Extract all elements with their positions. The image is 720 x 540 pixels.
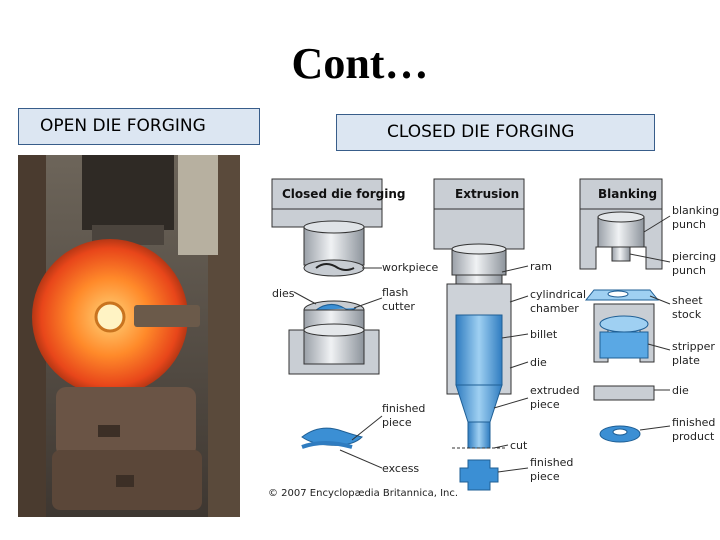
label-die: die bbox=[530, 356, 547, 369]
label-extrusion-piece: piece bbox=[530, 470, 560, 483]
label-stock: stock bbox=[672, 308, 702, 321]
label-excess: excess bbox=[382, 462, 419, 475]
extrusion-panel-title: Extrusion bbox=[455, 187, 519, 201]
label-ram: ram bbox=[530, 260, 552, 273]
label-piercing-punch: punch bbox=[672, 264, 706, 277]
copyright-notice: © 2007 Encyclopædia Britannica, Inc. bbox=[268, 488, 458, 499]
label-piece: piece bbox=[382, 416, 412, 429]
label-blanking-die: die bbox=[672, 384, 689, 397]
label-workpiece: workpiece bbox=[382, 261, 438, 274]
label-extrusion-finished: finished bbox=[530, 456, 573, 469]
closed-die-forging-label: CLOSED DIE FORGING bbox=[336, 114, 655, 151]
label-flash: flash bbox=[382, 286, 408, 299]
label-extruded-piece: piece bbox=[530, 398, 560, 411]
forging-process-diagram: Closed die forging workpiece dies flash … bbox=[268, 178, 719, 499]
open-die-forging-photo bbox=[18, 155, 240, 517]
label-cylindrical: cylindrical bbox=[530, 288, 586, 301]
label-billet: billet bbox=[530, 328, 558, 341]
label-chamber: chamber bbox=[530, 302, 579, 315]
blanking-panel: Blanking blanking punch piercing punch s… bbox=[579, 178, 719, 443]
label-plate: plate bbox=[672, 354, 700, 367]
label-dies: dies bbox=[272, 287, 295, 300]
blanking-panel-title: Blanking bbox=[598, 187, 657, 201]
extrusion-panel: Extrusion ram cylindrical chamber billet… bbox=[433, 178, 586, 491]
slide-title: Cont… bbox=[291, 39, 429, 88]
label-cutter: cutter bbox=[382, 300, 415, 313]
label-piercing: piercing bbox=[672, 250, 716, 263]
label-blanking: blanking bbox=[672, 204, 719, 217]
label-stripper: stripper bbox=[672, 340, 715, 353]
label-finished: finished bbox=[382, 402, 425, 415]
label-finished-product: finished bbox=[672, 416, 715, 429]
closed-panel-title: Closed die forging bbox=[282, 187, 405, 201]
label-cut: cut bbox=[510, 439, 528, 452]
label-extruded: extruded bbox=[530, 384, 580, 397]
label-product: product bbox=[672, 430, 715, 443]
label-sheet: sheet bbox=[672, 294, 703, 307]
label-blanking-punch: punch bbox=[672, 218, 706, 231]
open-die-forging-label: OPEN DIE FORGING bbox=[18, 108, 260, 145]
closed-die-forging-panel: Closed die forging workpiece dies flash … bbox=[271, 178, 438, 475]
